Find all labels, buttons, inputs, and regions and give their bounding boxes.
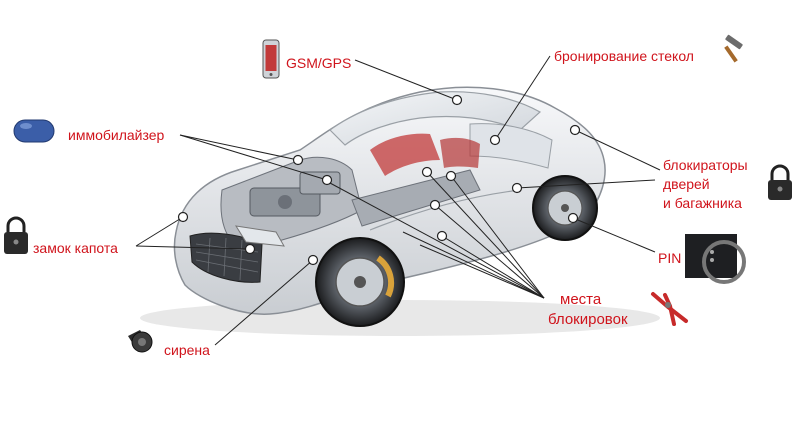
label-door-locks-line2: дверей: [663, 176, 710, 192]
padlock-icon: [768, 164, 792, 200]
label-door-locks-line3: и багажника: [663, 195, 742, 211]
label-gsm-gps: GSM/GPS: [286, 55, 352, 71]
label-pin: PIN: [658, 250, 682, 266]
label-lock-places-line1: места: [560, 291, 602, 308]
car-illustration: [173, 86, 606, 327]
hammer-icon: [724, 34, 743, 63]
phone-icon: [262, 39, 280, 79]
key-fob-icon: [13, 119, 55, 143]
label-glass-armor: бронирование стекол: [554, 48, 694, 64]
label-door-locks-line1: блокираторы: [663, 157, 748, 173]
pliers-icon: [651, 292, 688, 326]
padlock-icon: [4, 216, 28, 254]
label-siren: сирена: [164, 342, 210, 358]
label-lock-places-line2: блокировок: [548, 311, 628, 328]
steering-wheel-icon: [685, 234, 746, 284]
leader-lines: [135, 55, 661, 346]
label-hood-lock: замок капота: [33, 240, 118, 256]
label-immobilizer: иммобилайзер: [68, 127, 165, 143]
siren-speaker-icon: [128, 330, 153, 353]
leader-dots: [177, 94, 581, 266]
